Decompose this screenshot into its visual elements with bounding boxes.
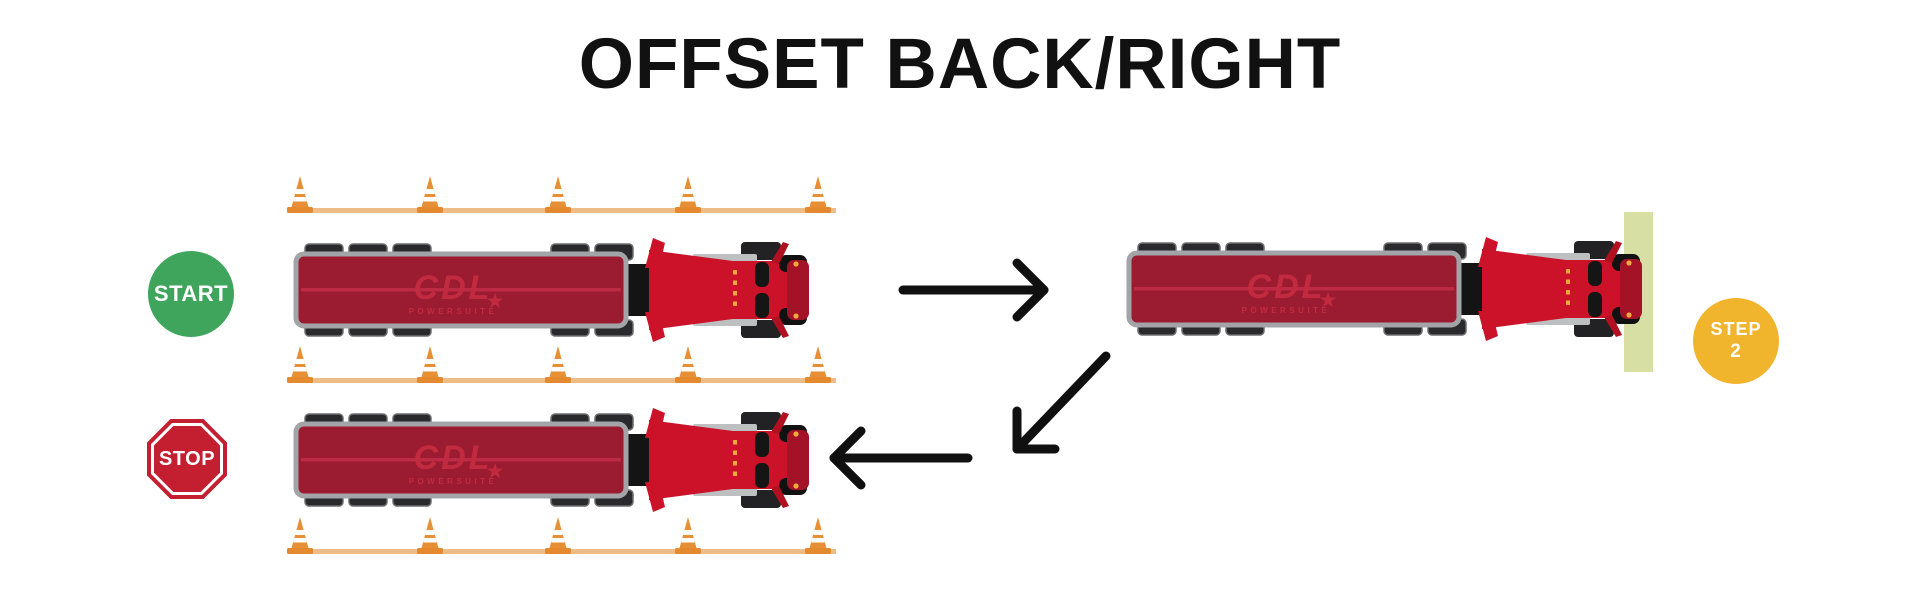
cone-row-bottom: [287, 517, 836, 554]
page-title: OFFSET BACK/RIGHT: [578, 25, 1342, 104]
cone-row-middle: [287, 346, 836, 383]
cone-row-top: [287, 176, 836, 213]
step2-badge-line2: 2: [1730, 340, 1742, 362]
truck-start-position: [296, 238, 809, 342]
arrow-back-left: [829, 426, 973, 490]
arrow-forward-right: [898, 258, 1049, 322]
step2-badge: STEP 2: [1693, 298, 1779, 384]
arrow-diagonal-back-left: [1012, 351, 1111, 454]
start-badge: START: [148, 251, 234, 337]
start-badge-label: START: [153, 281, 229, 307]
truck-step2-position: [1129, 237, 1642, 341]
stop-badge-label: STOP: [158, 447, 216, 470]
stop-badge: STOP: [147, 419, 227, 499]
truck-stop-position: [296, 408, 809, 512]
step2-badge-line1: STEP: [1710, 319, 1762, 340]
